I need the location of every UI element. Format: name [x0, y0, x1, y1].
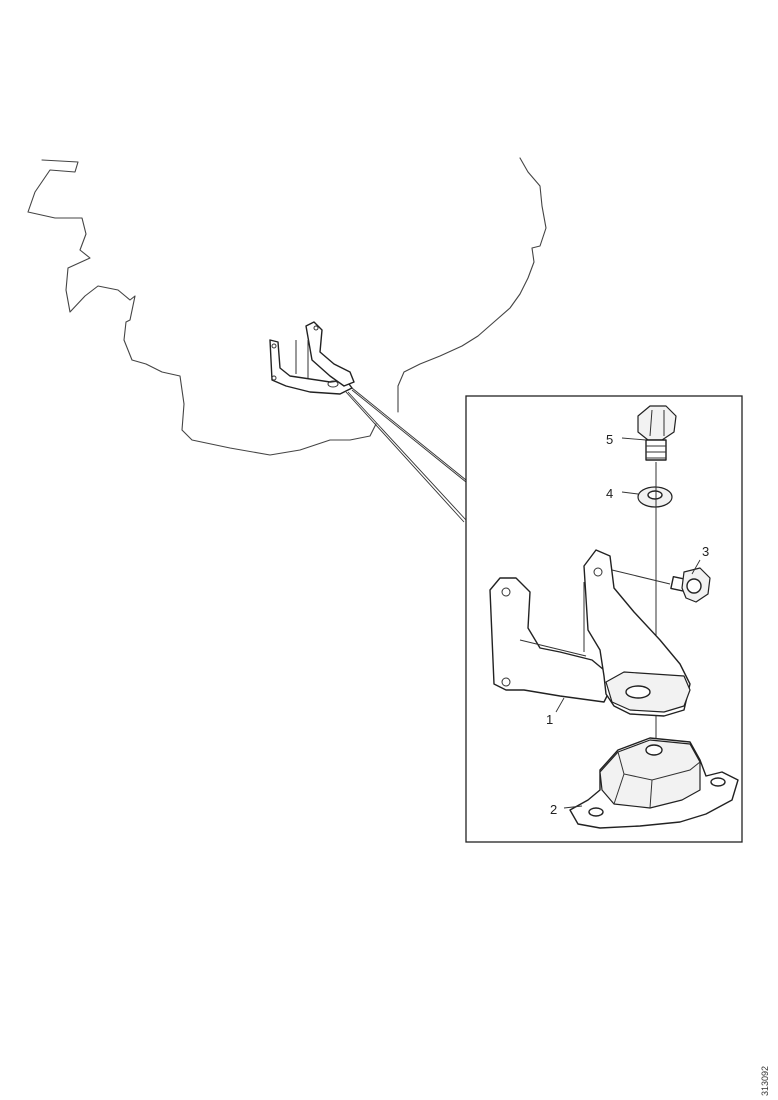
leader-upper [351, 387, 467, 481]
leader-upper-2 [351, 389, 467, 483]
detail-frame [465, 395, 743, 843]
leader-lower-2 [345, 391, 465, 523]
washer [637, 486, 673, 508]
callout-rubber-mount: 2 [550, 802, 557, 817]
bolt [637, 405, 677, 461]
flange-screw [611, 567, 711, 603]
callout-washer: 4 [606, 486, 613, 501]
reference-number: 313092 [760, 1066, 770, 1096]
leader-lower [347, 391, 467, 521]
callout-flange-screw: 3 [702, 544, 709, 559]
bracket [489, 549, 691, 717]
bracket-overview [269, 321, 355, 395]
engine-outline [27, 159, 377, 456]
callout-bolt: 5 [606, 432, 613, 447]
engine-outline-right [397, 157, 547, 413]
callout-bracket: 1 [546, 712, 553, 727]
rubber-mount [569, 737, 739, 829]
